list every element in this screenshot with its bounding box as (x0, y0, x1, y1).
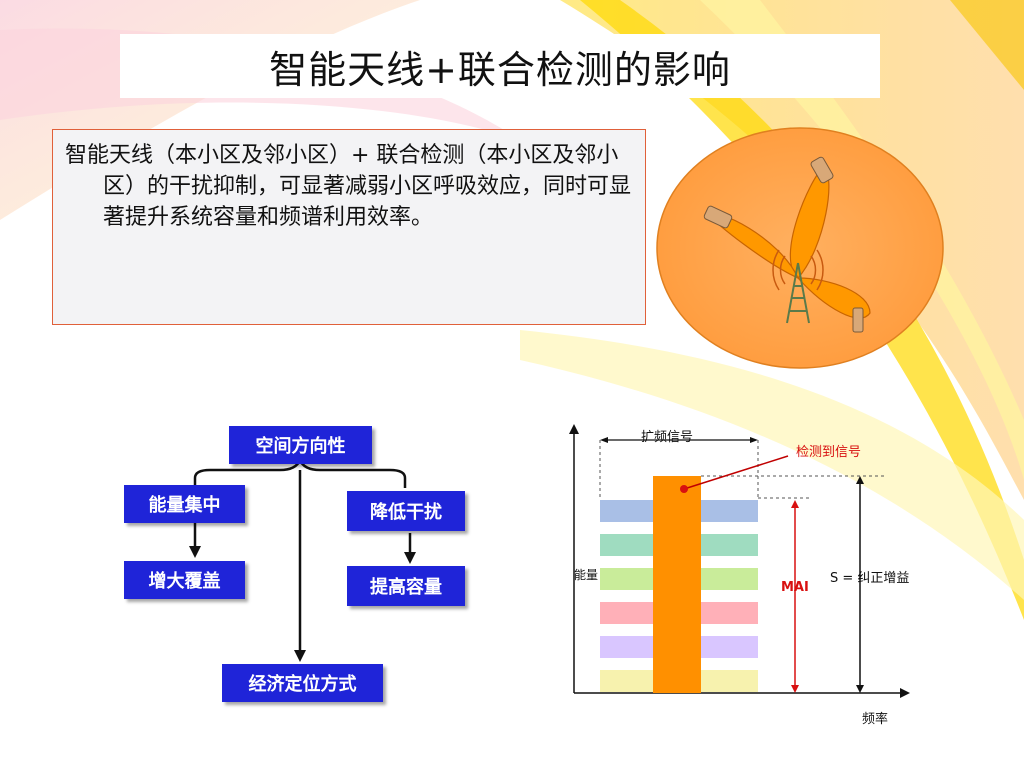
spectrum-chart (569, 424, 910, 698)
phone-icon (703, 156, 864, 333)
label-frequency-axis: 频率 (862, 712, 889, 727)
description-text: 智能天线（本小区及邻小区）+ 联合检测（本小区及邻小区）的干扰抑制，可显著减弱小… (65, 143, 632, 230)
label-mai: MAI (781, 580, 809, 595)
box-economic-positioning: 经济定位方式 (222, 664, 383, 702)
box-energy-concentration: 能量集中 (124, 485, 245, 523)
signal-waves-icon (772, 249, 824, 291)
beam-lobes (709, 167, 871, 319)
description-box: 智能天线（本小区及邻小区）+ 联合检测（本小区及邻小区）的干扰抑制，可显著减弱小… (52, 129, 646, 325)
smart-antenna-illustration (656, 127, 944, 369)
box-reduce-interference: 降低干扰 (347, 491, 465, 531)
detected-signal-pointer (683, 455, 789, 490)
label-detected-signal: 检测到信号 (796, 445, 862, 460)
label-energy-axis: 能量 (574, 568, 599, 582)
tower-icon (786, 262, 810, 324)
label-correction-gain: S = 纠正增益 (830, 571, 910, 586)
label-spread-signal: 扩频信号 (641, 430, 694, 445)
box-increase-capacity: 提高容量 (347, 566, 465, 606)
title-bar: 智能天线+联合检测的影响 (120, 34, 880, 98)
slide-title: 智能天线+联合检测的影响 (269, 47, 731, 92)
detected-signal-bar (653, 476, 701, 693)
box-increase-coverage: 增大覆盖 (124, 561, 245, 599)
box-spatial-directivity: 空间方向性 (229, 426, 372, 464)
